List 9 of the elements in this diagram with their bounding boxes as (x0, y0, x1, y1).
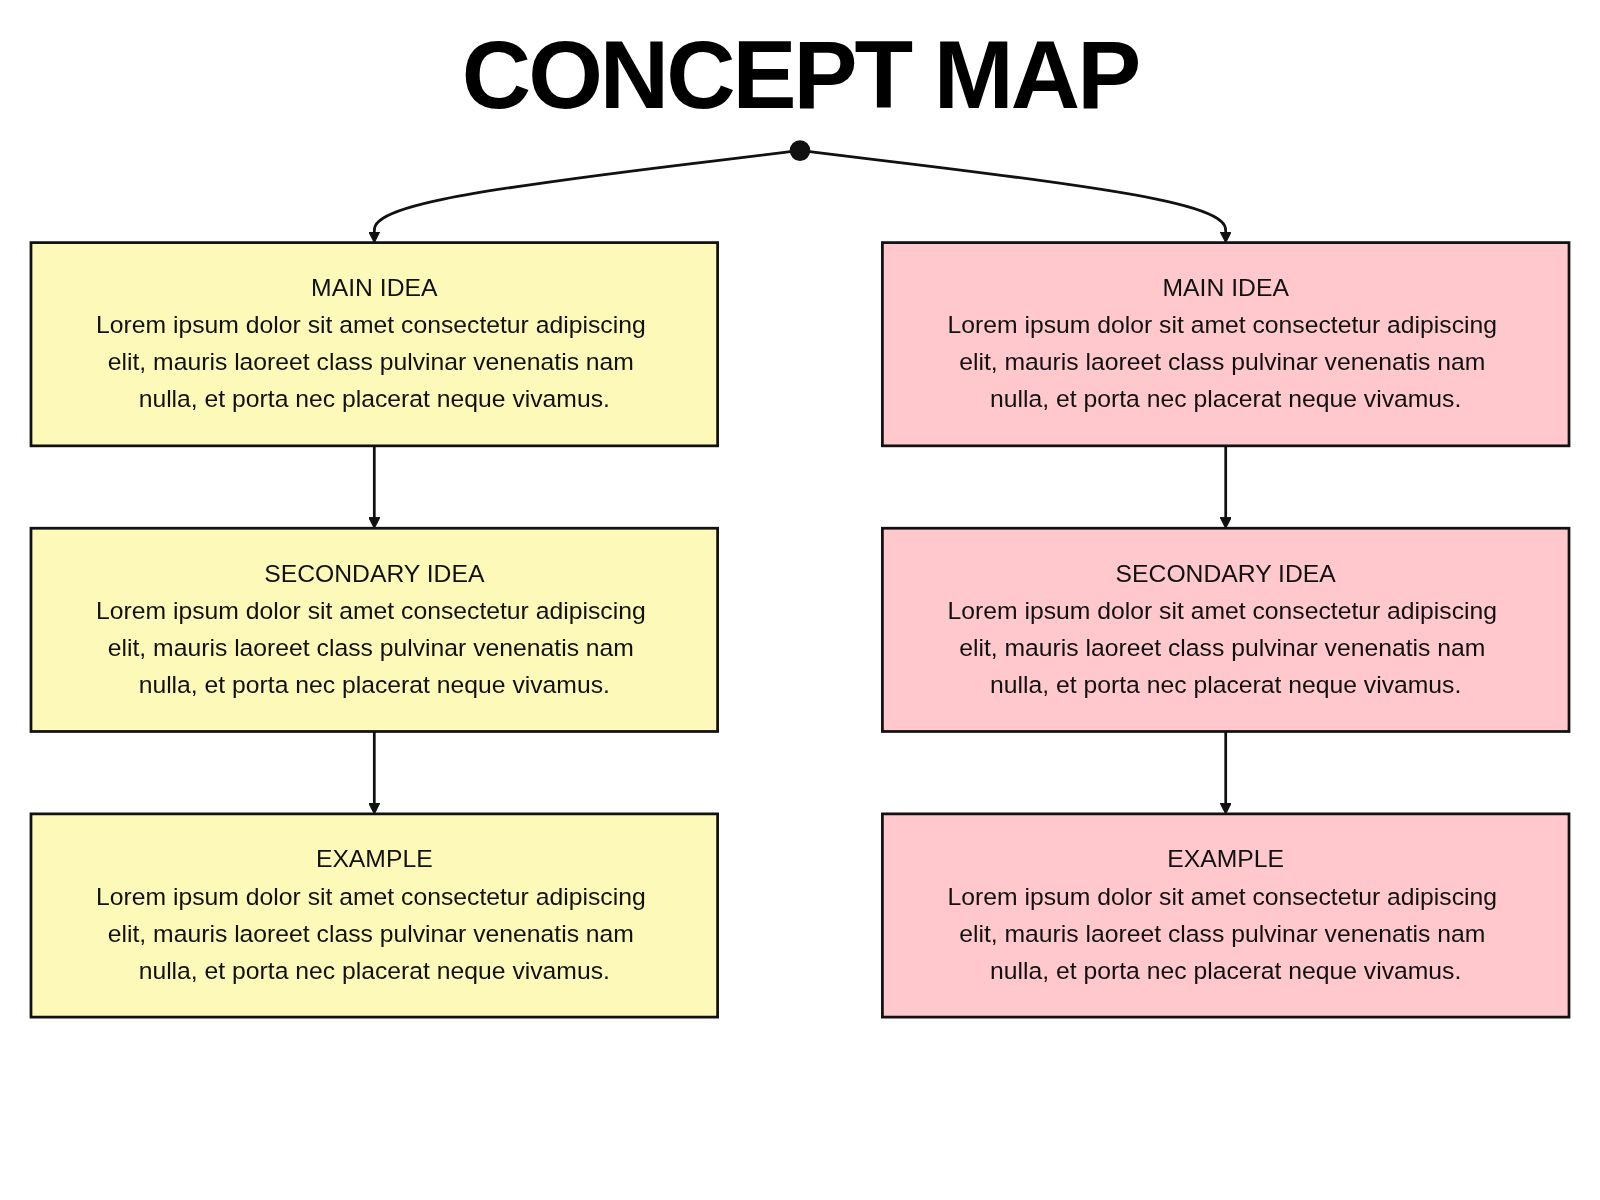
arrow (1219, 445, 1232, 529)
node-box: MAIN IDEA Lorem ipsum dolor sit amet consectetur adipiscing elit, mauris laoreet class pulvinar venenatis nam nulla, et porta nec placerat neque vivamus. (29, 241, 719, 448)
diagram-title: CONCEPT MAP (460, 20, 1140, 130)
node-box: EXAMPLE Lorem ipsum dolor sit amet consectetur adipiscing elit, mauris laoreet class pulvinar venenatis nam nulla, et porta nec placerat neque vivamus. (881, 812, 1571, 1019)
arrow (368, 445, 381, 529)
node-box: SECONDARY IDEA Lorem ipsum dolor sit amet consectetur adipiscing elit, mauris laoreet class pulvinar venenatis nam nulla, et porta nec placerat neque vivamus. (881, 526, 1571, 733)
node-box: SECONDARY IDEA Lorem ipsum dolor sit amet consectetur adipiscing elit, mauris laoreet class pulvinar venenatis nam nulla, et porta nec placerat neque vivamus. (29, 526, 719, 733)
node-box: MAIN IDEA Lorem ipsum dolor sit amet consectetur adipiscing elit, mauris laoreet class pulvinar venenatis nam nulla, et porta nec placerat neque vivamus. (881, 241, 1571, 448)
node-box: EXAMPLE Lorem ipsum dolor sit amet consectetur adipiscing elit, mauris laoreet class pulvinar venenatis nam nulla, et porta nec placerat neque vivamus. (29, 812, 719, 1019)
